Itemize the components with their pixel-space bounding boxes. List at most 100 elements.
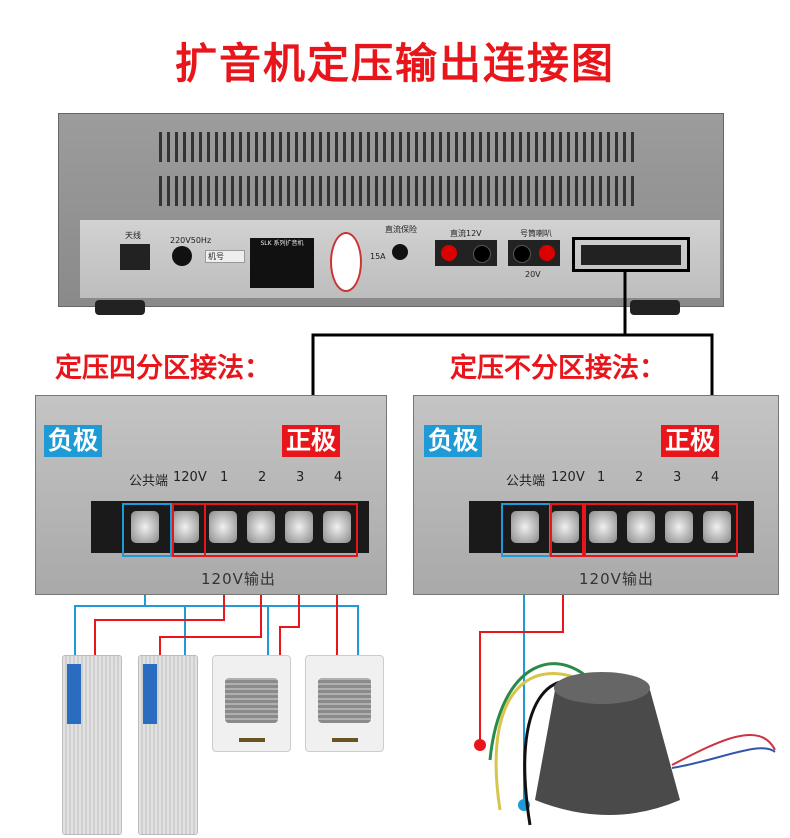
vent-slot: [271, 132, 274, 162]
vent-slot: [455, 132, 458, 162]
vent-slot: [271, 176, 274, 206]
vent-slot: [511, 132, 514, 162]
vent-slot: [447, 132, 450, 162]
vent-slot: [487, 132, 490, 162]
vent-slot: [527, 132, 530, 162]
terminal-label: 4: [711, 470, 720, 485]
vent-slot: [519, 176, 522, 206]
dc-label: 直流12V: [450, 229, 482, 238]
vent-slot: [431, 176, 434, 206]
vent-slot: [495, 132, 498, 162]
vent-slot: [391, 132, 394, 162]
amplifier-back-panel: 天线 220V50Hz 机号 SLK 系列扩音机 直流保险 15A 直流12V …: [80, 220, 720, 298]
vent-slot: [263, 132, 266, 162]
vent-slot: [159, 176, 162, 206]
terminal-strip: [469, 501, 754, 553]
vent-slot: [191, 132, 194, 162]
power-cord: [172, 246, 192, 266]
vent-slot: [335, 132, 338, 162]
vent-slot: [199, 176, 202, 206]
vent-slot: [159, 132, 162, 162]
vent-slot: [551, 176, 554, 206]
vent-slot: [623, 176, 626, 206]
vent-slot: [303, 176, 306, 206]
vent-slot: [583, 176, 586, 206]
amp-connector-line: [311, 272, 714, 395]
amp-foot: [95, 300, 145, 315]
vent-slot: [479, 176, 482, 206]
vent-slot: [199, 132, 202, 162]
vent-slot: [287, 176, 290, 206]
vent-slot: [367, 132, 370, 162]
vent-slot: [247, 132, 250, 162]
vent-slot: [431, 132, 434, 162]
output-terminal-highlight: [572, 237, 690, 272]
vent-slot: [351, 176, 354, 206]
vent-slot: [375, 132, 378, 162]
vent-slot: [471, 176, 474, 206]
vent-slot: [383, 176, 386, 206]
nameplate: SLK 系列扩音机: [250, 238, 314, 288]
vent-slot: [383, 132, 386, 162]
vent-slot: [591, 176, 594, 206]
vent-slot: [295, 176, 298, 206]
vent-slot: [407, 176, 410, 206]
vent-slot: [319, 176, 322, 206]
terminal-label: 公共端: [506, 474, 546, 489]
positive-highlight: [550, 503, 584, 557]
vent-slot: [263, 176, 266, 206]
page-title: 扩音机定压输出连接图: [174, 39, 615, 88]
vent-slot: [303, 132, 306, 162]
vent-slot: [535, 132, 538, 162]
antenna-socket: [120, 244, 150, 270]
vent-slot: [503, 132, 506, 162]
vent-slot: [223, 176, 226, 206]
vent-slot: [375, 176, 378, 206]
terminal-label: 1: [220, 470, 229, 485]
vent-slot: [327, 176, 330, 206]
vent-slot: [175, 176, 178, 206]
vent-slot: [183, 132, 186, 162]
vent-slot: [343, 176, 346, 206]
vent-slot: [447, 176, 450, 206]
vent-slot: [599, 132, 602, 162]
right-terminal-panel: 负极 正极 公共端 120V 1 2 3 4 120V输出: [413, 395, 779, 595]
vent-slot: [439, 132, 442, 162]
dc-terminals: [435, 240, 497, 266]
vent-slot: [479, 132, 482, 162]
vent-slot: [351, 132, 354, 162]
vent-slot: [519, 132, 522, 162]
vent-slot: [567, 132, 570, 162]
vent-slot: [615, 176, 618, 206]
vent-slot: [167, 132, 170, 162]
terminal-label: 公共端: [129, 474, 169, 489]
vent-slot: [599, 176, 602, 206]
vent-slot: [215, 176, 218, 206]
vent-slot: [175, 132, 178, 162]
terminal-label: 3: [296, 470, 305, 485]
serial-label: 机号: [205, 250, 245, 263]
terminal-label: 4: [334, 470, 343, 485]
vent-slot: [423, 132, 426, 162]
terminal-label: 2: [258, 470, 267, 485]
vent-slot: [319, 132, 322, 162]
vent-slot: [327, 132, 330, 162]
vent-slot: [279, 176, 282, 206]
seal-sticker: [330, 232, 362, 292]
vent-slot: [223, 132, 226, 162]
vent-slot: [255, 132, 258, 162]
terminal-label: 1: [597, 470, 606, 485]
fuse-holder: [392, 244, 408, 260]
vent-slot: [503, 176, 506, 206]
vent-slot: [407, 132, 410, 162]
vent-slot: [255, 176, 258, 206]
vent-slot: [207, 176, 210, 206]
right-subtitle: 定压不分区接法：: [450, 353, 666, 384]
vent-slot: [591, 132, 594, 162]
amp-foot: [630, 300, 680, 315]
horn-terminals: [508, 240, 560, 266]
vent-slot: [311, 132, 314, 162]
column-speaker: [62, 655, 122, 835]
vent-slot: [215, 132, 218, 162]
